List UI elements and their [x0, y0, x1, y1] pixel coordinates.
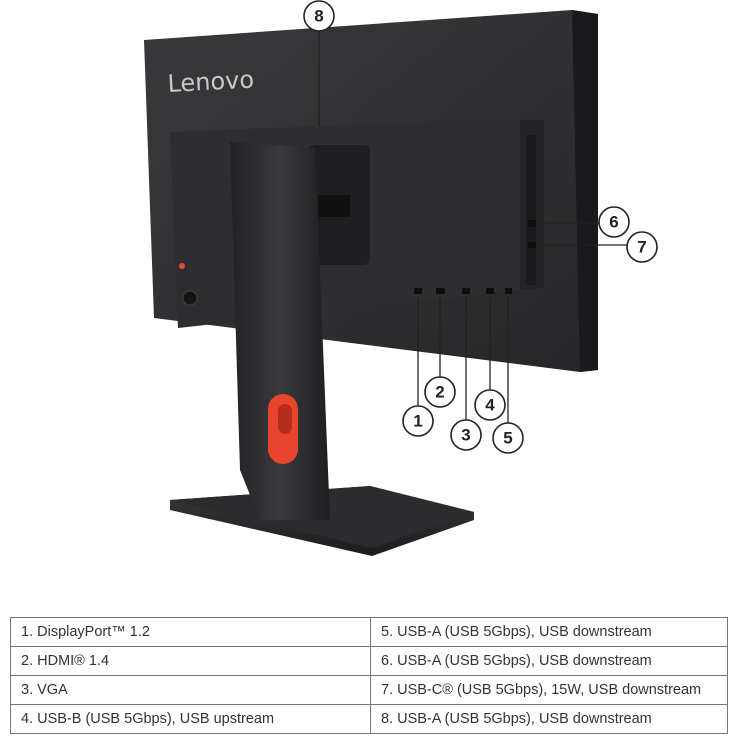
stand-hinge [308, 145, 370, 265]
port-label-5: 5. USB-A (USB 5Gbps), USB downstream [370, 617, 728, 647]
svg-text:6: 6 [609, 213, 618, 232]
brand-logo: Lenovo [167, 66, 255, 98]
port-hdmi-icon [436, 288, 445, 294]
port-displayport-icon [414, 288, 422, 294]
port-label-6: 6. USB-A (USB 5Gbps), USB downstream [370, 646, 728, 676]
callout-1: 1 [402, 405, 434, 437]
callout-leaders [318, 31, 628, 423]
table-row: 1. DisplayPort™ 1.2 5. USB-A (USB 5Gbps)… [10, 617, 728, 647]
port-label-2: 2. HDMI® 1.4 [10, 646, 371, 676]
port-usb-b-icon [486, 288, 494, 294]
callout-5: 5 [492, 422, 524, 454]
callout-3: 3 [450, 419, 482, 451]
port-usb-a-icon [505, 288, 512, 294]
port-label-4: 4. USB-B (USB 5Gbps), USB upstream [10, 704, 371, 734]
callout-8: 8 [303, 0, 335, 32]
svg-text:4: 4 [485, 396, 495, 415]
port-label-3: 3. VGA [10, 675, 371, 705]
joystick-button-icon [182, 290, 198, 306]
table-row: 2. HDMI® 1.4 6. USB-A (USB 5Gbps), USB d… [10, 646, 728, 676]
svg-text:3: 3 [461, 426, 470, 445]
svg-text:2: 2 [435, 383, 444, 402]
power-indicator-icon [179, 263, 185, 269]
stand-neck [230, 142, 330, 520]
side-port-usb-a-icon [528, 220, 536, 227]
callout-4: 4 [474, 389, 506, 421]
svg-text:8: 8 [314, 7, 323, 26]
svg-text:5: 5 [503, 429, 512, 448]
port-label-7: 7. USB-C® (USB 5Gbps), 15W, USB downstre… [370, 675, 728, 705]
table-row: 4. USB-B (USB 5Gbps), USB upstream 8. US… [10, 704, 728, 734]
svg-text:7: 7 [637, 238, 646, 257]
port-vga-icon [462, 288, 470, 294]
port-label-8: 8. USB-A (USB 5Gbps), USB downstream [370, 704, 728, 734]
port-label-1: 1. DisplayPort™ 1.2 [10, 617, 371, 647]
monitor-rear-view-diagram: Lenovo [144, 0, 658, 556]
side-port-usb-c-icon [528, 242, 536, 248]
callout-6: 6 [598, 206, 630, 238]
callout-2: 2 [424, 376, 456, 408]
svg-text:1: 1 [413, 412, 422, 431]
ports-legend-table: 1. DisplayPort™ 1.2 5. USB-A (USB 5Gbps)… [10, 617, 728, 734]
callout-7: 7 [626, 231, 658, 263]
table-row: 3. VGA 7. USB-C® (USB 5Gbps), 15W, USB d… [10, 675, 728, 705]
